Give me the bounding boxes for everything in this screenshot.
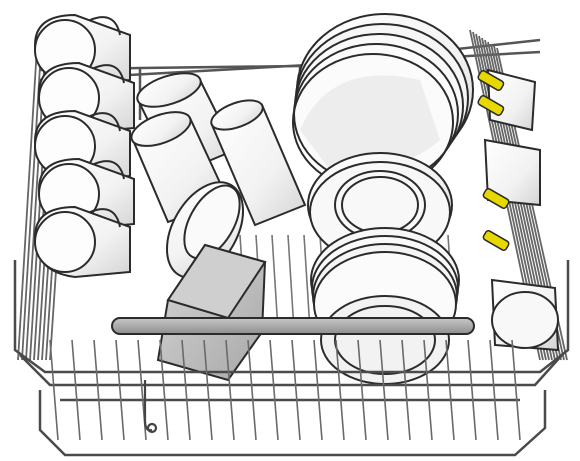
food-container bbox=[156, 243, 267, 382]
rack-hook bbox=[143, 380, 158, 434]
rack-front-wire bbox=[357, 339, 367, 441]
rack-front-wire bbox=[115, 339, 125, 441]
rack-front-wire bbox=[511, 339, 521, 441]
cups-right-column bbox=[483, 68, 560, 352]
rack-side-wire bbox=[17, 29, 39, 361]
rack-front-wire bbox=[159, 339, 169, 441]
clip bbox=[482, 188, 510, 209]
rack-front-wire bbox=[203, 339, 213, 441]
rack-front-wire bbox=[467, 339, 477, 441]
rack-front-wire bbox=[291, 339, 301, 441]
rack-front-wire bbox=[313, 339, 323, 441]
rack-front-wire bbox=[181, 339, 191, 441]
rack-tine bbox=[271, 234, 279, 331]
rack-handle[interactable] bbox=[111, 317, 475, 335]
cup-clips bbox=[477, 70, 510, 251]
rack-front-wire bbox=[49, 339, 59, 441]
large-plates-stack bbox=[292, 13, 474, 191]
cups-left-column bbox=[33, 13, 135, 279]
small-plates-stack bbox=[310, 227, 460, 385]
rack-front-wire bbox=[423, 339, 433, 441]
rack-tine bbox=[303, 234, 311, 331]
glass-3 bbox=[210, 99, 307, 227]
rack-front-wire bbox=[335, 339, 345, 441]
rack-tine bbox=[287, 234, 295, 331]
rack-front-wire bbox=[401, 339, 411, 441]
rack-front-wire bbox=[489, 339, 499, 441]
rack-front-wires bbox=[49, 339, 521, 441]
rack-front-wire bbox=[445, 339, 455, 441]
rack-front-wire bbox=[71, 339, 81, 441]
rack-front-wire bbox=[247, 339, 257, 441]
rack-front-wire bbox=[379, 339, 389, 441]
clip bbox=[477, 70, 505, 91]
rack-front-wire bbox=[93, 339, 103, 441]
clip bbox=[482, 230, 510, 251]
rack-front-wire bbox=[269, 339, 279, 441]
cup bbox=[33, 205, 131, 279]
clip bbox=[477, 95, 505, 116]
rack-front-wire bbox=[225, 339, 235, 441]
rack-front-frame bbox=[13, 260, 570, 457]
